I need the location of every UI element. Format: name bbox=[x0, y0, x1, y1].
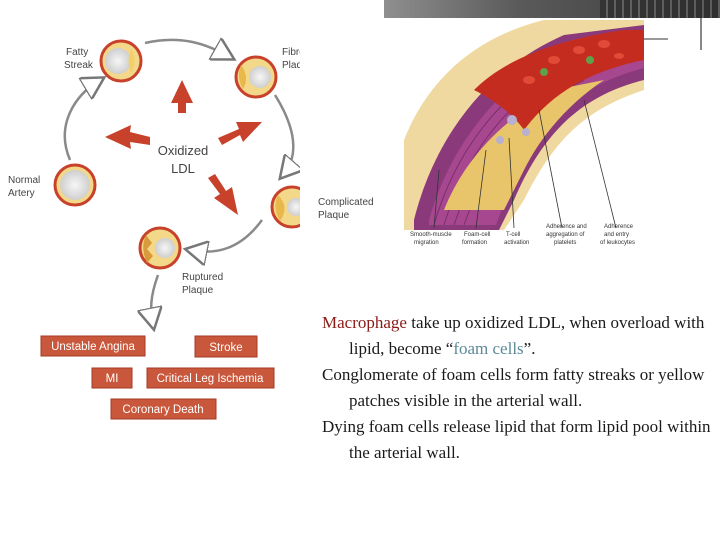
caption-p1-end: ”. bbox=[523, 339, 536, 358]
arrow-normal-to-fatty bbox=[63, 80, 100, 161]
vessel-complicated-plaque bbox=[270, 185, 300, 229]
label-platelets-1: Adherence and bbox=[546, 224, 587, 230]
artery-illustration: Smooth-muscle migration Foam-cell format… bbox=[404, 20, 644, 252]
outcome-critical-leg-ischemia: Critical Leg Ischemia bbox=[146, 367, 275, 389]
oxidized-label: Oxidized bbox=[158, 143, 209, 158]
artery-lumen bbox=[474, 30, 644, 130]
arrow-ruptured-down bbox=[151, 274, 158, 325]
caption-paragraph-2: Conglomerate of foam cells form fatty st… bbox=[322, 365, 705, 410]
red-arrow-left bbox=[105, 125, 150, 149]
fibrous-plaque-label-2: Plaque bbox=[282, 60, 300, 71]
arrow-fibrous-to-complicated bbox=[273, 94, 293, 175]
label-smooth-muscle-1: Smooth-muscle bbox=[410, 232, 452, 238]
caption-p1-mid: take up oxidized LDL, when overload with… bbox=[349, 313, 705, 358]
cycle-arrows bbox=[63, 40, 293, 325]
vessel-normal-artery bbox=[53, 163, 97, 207]
complicated-plaque-label-1: Complicated bbox=[318, 197, 374, 208]
outcome-coronary-death-label: Coronary Death bbox=[122, 404, 203, 416]
complicated-plaque-label-2: Plaque bbox=[318, 210, 350, 221]
caption-text: Macrophage take up oxidized LDL, when ov… bbox=[322, 310, 717, 466]
outcome-critical-leg-ischemia-label: Critical Leg Ischemia bbox=[157, 373, 264, 385]
corner-decor-line-2 bbox=[640, 38, 668, 40]
normal-artery-label-2: Artery bbox=[8, 188, 35, 199]
label-t-cell-2: activation bbox=[504, 240, 529, 246]
label-leukocytes-3: of leukocytes bbox=[600, 240, 635, 246]
fatty-streak-label-2: Streak bbox=[64, 60, 94, 71]
red-arrow-right bbox=[218, 122, 262, 145]
label-foam-cell-2: formation bbox=[462, 240, 487, 246]
red-arrow-up bbox=[171, 80, 193, 113]
label-smooth-muscle-2: migration bbox=[414, 240, 439, 246]
complicated-plaque-label: Complicated Plaque bbox=[318, 197, 374, 221]
vessel-ruptured-plaque bbox=[138, 226, 182, 270]
vessel-fibrous-plaque bbox=[234, 55, 278, 99]
ldl-label: LDL bbox=[171, 161, 195, 176]
caption-paragraph-3: Dying foam cells release lipid that form… bbox=[322, 417, 711, 462]
label-platelets-3: platelets bbox=[554, 240, 576, 246]
term-macrophage: Macrophage bbox=[322, 313, 407, 332]
term-foam-cells: foam cells bbox=[453, 339, 524, 358]
label-leukocytes-2: and entry bbox=[604, 232, 629, 238]
label-foam-cell-1: Foam-cell bbox=[464, 232, 490, 238]
corner-decor-line bbox=[700, 18, 702, 50]
ruptured-plaque-label-2: Plaque bbox=[182, 285, 214, 296]
outcome-boxes: Unstable Angina Stroke MI Critical Leg I… bbox=[40, 335, 275, 420]
header-decor-stripes bbox=[600, 0, 720, 18]
vessel-fatty-streak bbox=[99, 39, 143, 83]
fatty-streak-label-1: Fatty bbox=[66, 47, 88, 58]
label-t-cell-1: T-cell bbox=[506, 232, 520, 238]
caption-paragraph-1: Macrophage take up oxidized LDL, when ov… bbox=[322, 310, 717, 362]
artery-plaque bbox=[444, 80, 604, 210]
outcome-mi: MI bbox=[91, 367, 133, 389]
red-arrow-down bbox=[208, 174, 238, 215]
outcome-stroke: Stroke bbox=[194, 335, 258, 358]
arrow-fatty-to-fibrous bbox=[144, 40, 230, 57]
label-platelets-2: aggregation of bbox=[546, 232, 585, 238]
arrow-complicated-to-ruptured bbox=[190, 219, 264, 252]
red-arrows bbox=[105, 80, 262, 215]
atherosclerosis-cycle-diagram: Oxidized LDL Fatty Streak Fibrots Plaque… bbox=[8, 25, 300, 455]
ruptured-plaque-label-1: Ruptured bbox=[182, 272, 223, 283]
outcome-unstable-angina-label: Unstable Angina bbox=[51, 341, 135, 353]
fibrous-plaque-label-1: Fibrots bbox=[282, 47, 300, 58]
outcome-stroke-label: Stroke bbox=[209, 342, 242, 354]
outcome-coronary-death: Coronary Death bbox=[110, 398, 217, 420]
outcome-unstable-angina: Unstable Angina bbox=[40, 335, 146, 357]
label-leukocytes-1: Adherence bbox=[604, 224, 634, 230]
normal-artery-label-1: Normal bbox=[8, 175, 40, 186]
outcome-mi-label: MI bbox=[106, 373, 119, 385]
